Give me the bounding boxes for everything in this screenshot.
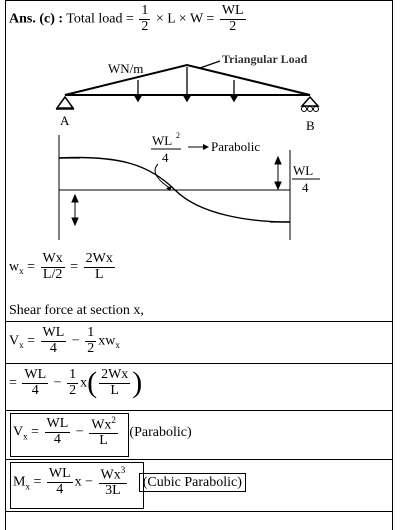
vx-lhs-sub: x bbox=[19, 340, 24, 351]
half-fraction: 1 2 bbox=[139, 3, 151, 34]
parabolic-label: Parabolic bbox=[211, 139, 260, 154]
roller-support-b bbox=[300, 95, 320, 107]
left-paren: ( bbox=[87, 366, 98, 400]
wx-frac-1: Wx L/2 bbox=[40, 251, 65, 282]
mx-final-f2-den: 3L bbox=[105, 483, 121, 499]
vx-f2-num: 1 bbox=[85, 325, 97, 342]
step-f2-num: 1 bbox=[67, 367, 79, 384]
vx-tail: xw bbox=[98, 333, 116, 349]
sfd-value-sup: 2 bbox=[176, 131, 180, 140]
step-f3-num: 2Wx bbox=[99, 367, 131, 384]
wx-frac1-den-main: L bbox=[42, 266, 52, 282]
mx-final-mid: x − bbox=[74, 474, 94, 490]
shear-force-caption: Shear force at section x, bbox=[9, 303, 144, 318]
rule-2 bbox=[5, 363, 393, 364]
vx-final-f2-num: Wx bbox=[91, 417, 112, 433]
wx-frac2-den: L bbox=[94, 266, 104, 282]
wx-frac2-num: 2Wx bbox=[83, 251, 115, 268]
vx-frac-2: 1 2 bbox=[85, 325, 97, 356]
right-paren: ) bbox=[132, 366, 143, 400]
vx-final-lhs: V bbox=[13, 424, 24, 440]
sfd-curve bbox=[58, 156, 291, 223]
vx-final-note: (Parabolic) bbox=[129, 424, 192, 440]
step-f1-den: 4 bbox=[31, 382, 39, 398]
sfd-pointer bbox=[154, 163, 171, 189]
half-den: 2 bbox=[141, 18, 149, 34]
right-dimension-arrow bbox=[274, 155, 282, 191]
total-load-equation: Ans. (c) : Total load = 1 2 × L × W = WL… bbox=[9, 3, 248, 34]
vx-final-f1-num: WL bbox=[44, 416, 71, 434]
wl-den: 2 bbox=[229, 18, 237, 34]
triangular-leader bbox=[199, 60, 221, 69]
wx-frac1-num: Wx bbox=[40, 251, 65, 268]
wx-lhs: w bbox=[9, 259, 20, 275]
vx-final-f2-numwrap: Wx2 bbox=[89, 415, 118, 435]
rule-4 bbox=[5, 459, 393, 460]
vx-final-f2-sup: 2 bbox=[111, 415, 116, 425]
wx-frac-2: 2Wx L bbox=[83, 251, 115, 282]
step-frac-2: 1 2 bbox=[67, 367, 79, 398]
vx-f1-den: 4 bbox=[49, 340, 57, 356]
mx-final-equation: Mx = WL 4 x − Wx3 3L (Cubic Parabolic) bbox=[13, 465, 246, 499]
vx-final-lhs-sub: x bbox=[23, 431, 28, 442]
mx-final-f2-numwrap: Wx3 bbox=[98, 465, 128, 485]
vx-final-frac-2: Wx2 L bbox=[89, 415, 118, 449]
vx-tail-sub: x bbox=[115, 340, 120, 351]
vx-f1-num: WL bbox=[40, 325, 67, 342]
mx-final-f1-num: WL bbox=[46, 466, 73, 484]
support-a-label: A bbox=[60, 113, 70, 128]
half-num: 1 bbox=[139, 3, 151, 20]
right-value-den: 4 bbox=[302, 180, 309, 195]
load-arrows bbox=[133, 67, 239, 103]
sfd-value-num: WL bbox=[152, 133, 172, 148]
step-mid: x bbox=[80, 375, 88, 391]
vx-equation: Vx = WL 4 − 1 2 xwx bbox=[9, 325, 120, 356]
mx-final-f2-num: Wx bbox=[100, 467, 121, 483]
top-rule bbox=[5, 0, 393, 1]
step-f1-num: WL bbox=[22, 367, 49, 384]
vx-final-f1-den: 4 bbox=[53, 432, 61, 448]
step-equation: = WL 4 − 1 2 x( 2Wx L ) bbox=[9, 366, 143, 400]
vx-lhs: V bbox=[9, 333, 20, 349]
rule-5 bbox=[5, 511, 393, 512]
step-frac-3: 2Wx L bbox=[99, 367, 131, 398]
mx-final-frac-1: WL 4 bbox=[46, 466, 73, 498]
mx-final-frac-2: Wx3 3L bbox=[98, 465, 128, 499]
wx-frac1-den: L/2 bbox=[42, 266, 63, 282]
answer-frame bbox=[5, 0, 393, 530]
beam-diagram: WN/m Triangular Load A B WL 2 4 Paraboli… bbox=[55, 52, 320, 240]
vx-f2-den: 2 bbox=[87, 340, 95, 356]
wl-num: WL bbox=[219, 3, 246, 20]
support-b-label: B bbox=[306, 118, 315, 133]
vx-final-frac-1: WL 4 bbox=[44, 416, 71, 448]
step-frac-1: WL 4 bbox=[22, 367, 49, 398]
mx-final-note: (Cubic Parabolic) bbox=[138, 472, 246, 492]
wx-frac1-den-sub: 2 bbox=[55, 266, 63, 282]
step-f3-den: L bbox=[110, 382, 119, 398]
wx-lhs-sub: x bbox=[19, 266, 24, 277]
vx-final-f2-den: L bbox=[99, 433, 108, 449]
mx-final-f1-den: 4 bbox=[56, 482, 64, 498]
mx-final-f2-sup: 3 bbox=[120, 465, 126, 475]
vx-final-equation: Vx = WL 4 − Wx2 L (Parabolic) bbox=[13, 415, 192, 449]
wx-equation: wx = Wx L/2 = 2Wx L bbox=[9, 251, 115, 282]
rule-1 bbox=[5, 321, 393, 322]
right-value-num: WL bbox=[293, 163, 313, 178]
mx-final-lhs-sub: x bbox=[25, 481, 30, 492]
mx-final-lhs: M bbox=[13, 474, 26, 490]
triangular-load-label: Triangular Load bbox=[222, 52, 308, 66]
rule-3 bbox=[5, 410, 393, 411]
sfd-value-den: 4 bbox=[162, 150, 169, 165]
answer-label: Ans. (c) : bbox=[9, 11, 64, 27]
times-text: × L × W = bbox=[155, 11, 215, 27]
left-dimension-arrow bbox=[71, 193, 79, 227]
step-f2-den: 2 bbox=[69, 382, 77, 398]
pin-support-a bbox=[55, 95, 75, 109]
mx-result-box bbox=[10, 462, 144, 509]
total-load-text: Total load = bbox=[66, 11, 134, 27]
vx-result-box bbox=[10, 413, 129, 457]
load-intensity-label: WN/m bbox=[108, 61, 143, 76]
vx-frac-1: WL 4 bbox=[40, 325, 67, 356]
wl-over-2-fraction: WL 2 bbox=[219, 3, 246, 34]
